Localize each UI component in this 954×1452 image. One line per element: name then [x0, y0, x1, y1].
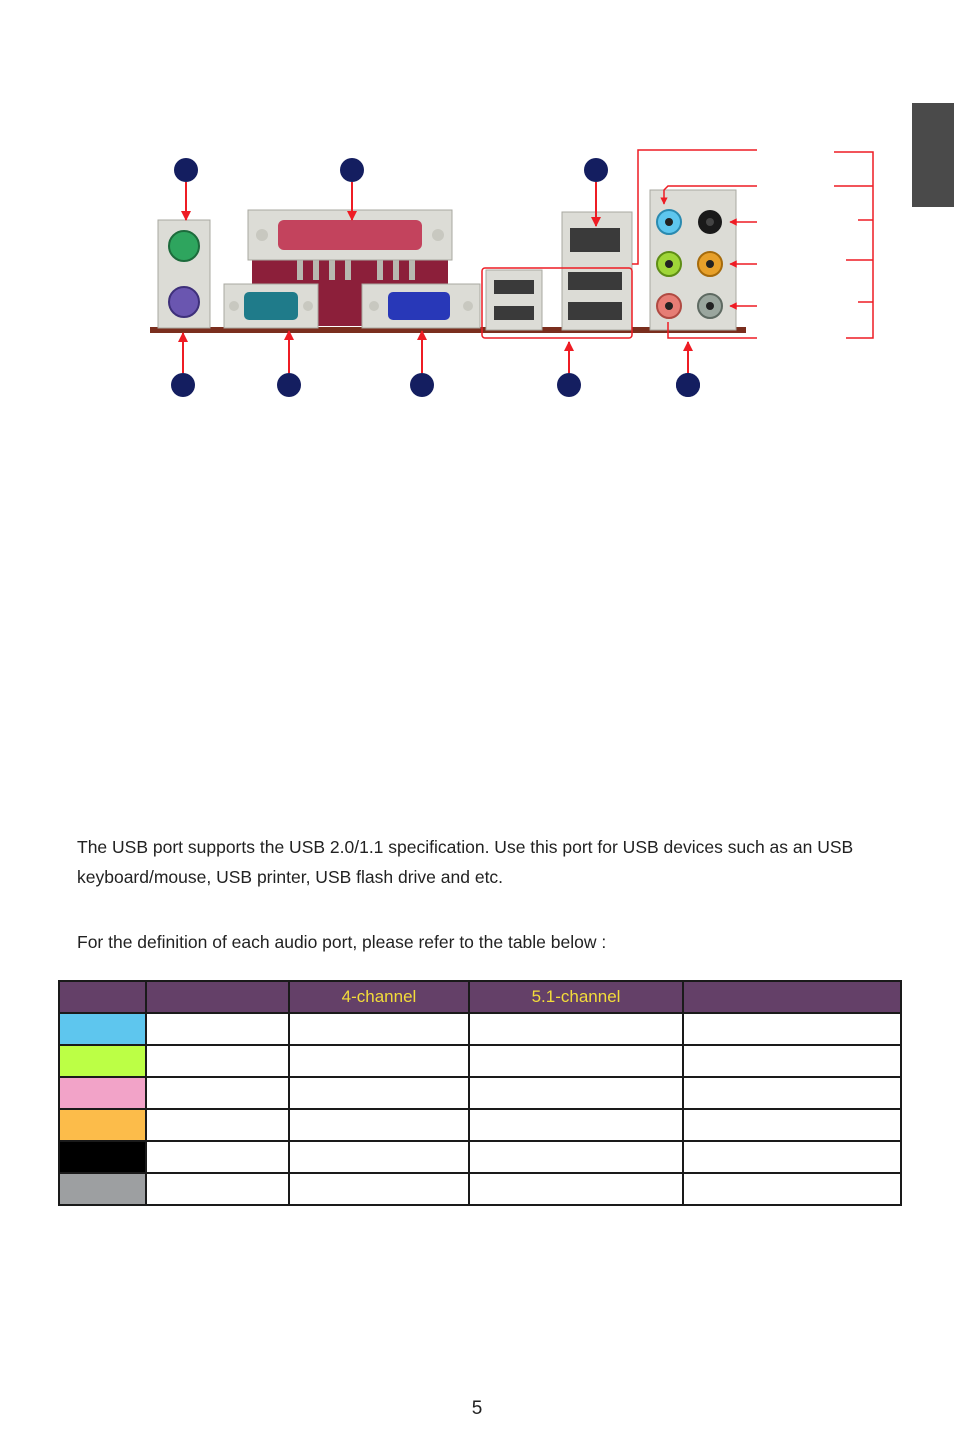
page-number: 5 — [471, 1398, 483, 1419]
jack-color-swatch — [58, 1076, 147, 1110]
table-cell — [468, 1076, 684, 1110]
table-cell — [145, 1172, 290, 1206]
table-row — [58, 1108, 902, 1142]
callout-dot — [584, 158, 608, 182]
table-cell — [145, 1076, 290, 1110]
usb-ports — [481, 211, 633, 339]
parallel-port — [247, 209, 453, 261]
table-cell — [682, 1140, 902, 1174]
table-cell — [288, 1044, 470, 1078]
table-row — [58, 1076, 902, 1110]
table-row — [58, 1012, 902, 1046]
vga-port — [361, 283, 481, 329]
table-header-cell: 5.1-channel — [468, 980, 684, 1014]
table-header-row: 4-channel 5.1-channel — [58, 980, 902, 1014]
table-header-cell — [58, 980, 147, 1014]
callout-dot — [557, 373, 581, 397]
table-cell — [682, 1076, 902, 1110]
callout-dot — [340, 158, 364, 182]
callout-dot — [171, 373, 195, 397]
audio-intro: For the definition of each audio port, p… — [77, 932, 607, 952]
table-cell — [288, 1108, 470, 1142]
table-cell — [682, 1044, 902, 1078]
table-header-cell: 4-channel — [288, 980, 470, 1014]
callout-dot — [277, 373, 301, 397]
table-cell — [288, 1172, 470, 1206]
callout-dot — [676, 373, 700, 397]
rear-panel-figure — [150, 149, 874, 397]
jack-color-swatch — [58, 1140, 147, 1174]
jack-color-swatch — [58, 1044, 147, 1078]
serial-port — [223, 283, 319, 329]
table-cell — [682, 1172, 902, 1206]
table-row — [58, 1172, 902, 1206]
table-cell — [468, 1172, 684, 1206]
audio-port-table: 4-channel 5.1-channel — [58, 980, 902, 1206]
usb-description: The USB port supports the USB 2.0/1.1 sp… — [77, 837, 854, 887]
ps2-ports — [157, 219, 211, 329]
ps2-mouse-port — [168, 230, 200, 262]
callout-dot — [410, 373, 434, 397]
table-cell — [145, 1044, 290, 1078]
audio-callout-lines — [632, 149, 874, 339]
table-cell — [145, 1140, 290, 1174]
table-cell — [468, 1044, 684, 1078]
table-cell — [468, 1140, 684, 1174]
table-cell — [145, 1108, 290, 1142]
audio-jacks — [649, 189, 737, 331]
table-cell — [682, 1012, 902, 1046]
jack-color-swatch — [58, 1108, 147, 1142]
table-header-cell — [145, 980, 290, 1014]
table-row — [58, 1140, 902, 1174]
jack-color-swatch — [58, 1012, 147, 1046]
table-row — [58, 1044, 902, 1078]
table-header-cell — [682, 980, 902, 1014]
callout-dot — [174, 158, 198, 182]
ps2-keyboard-port — [168, 286, 200, 318]
chapter-tab — [912, 103, 954, 207]
table-cell — [288, 1076, 470, 1110]
jack-color-swatch — [58, 1172, 147, 1206]
table-cell — [468, 1012, 684, 1046]
table-cell — [145, 1012, 290, 1046]
table-cell — [288, 1012, 470, 1046]
table-cell — [468, 1108, 684, 1142]
table-cell — [682, 1108, 902, 1142]
table-cell — [288, 1140, 470, 1174]
